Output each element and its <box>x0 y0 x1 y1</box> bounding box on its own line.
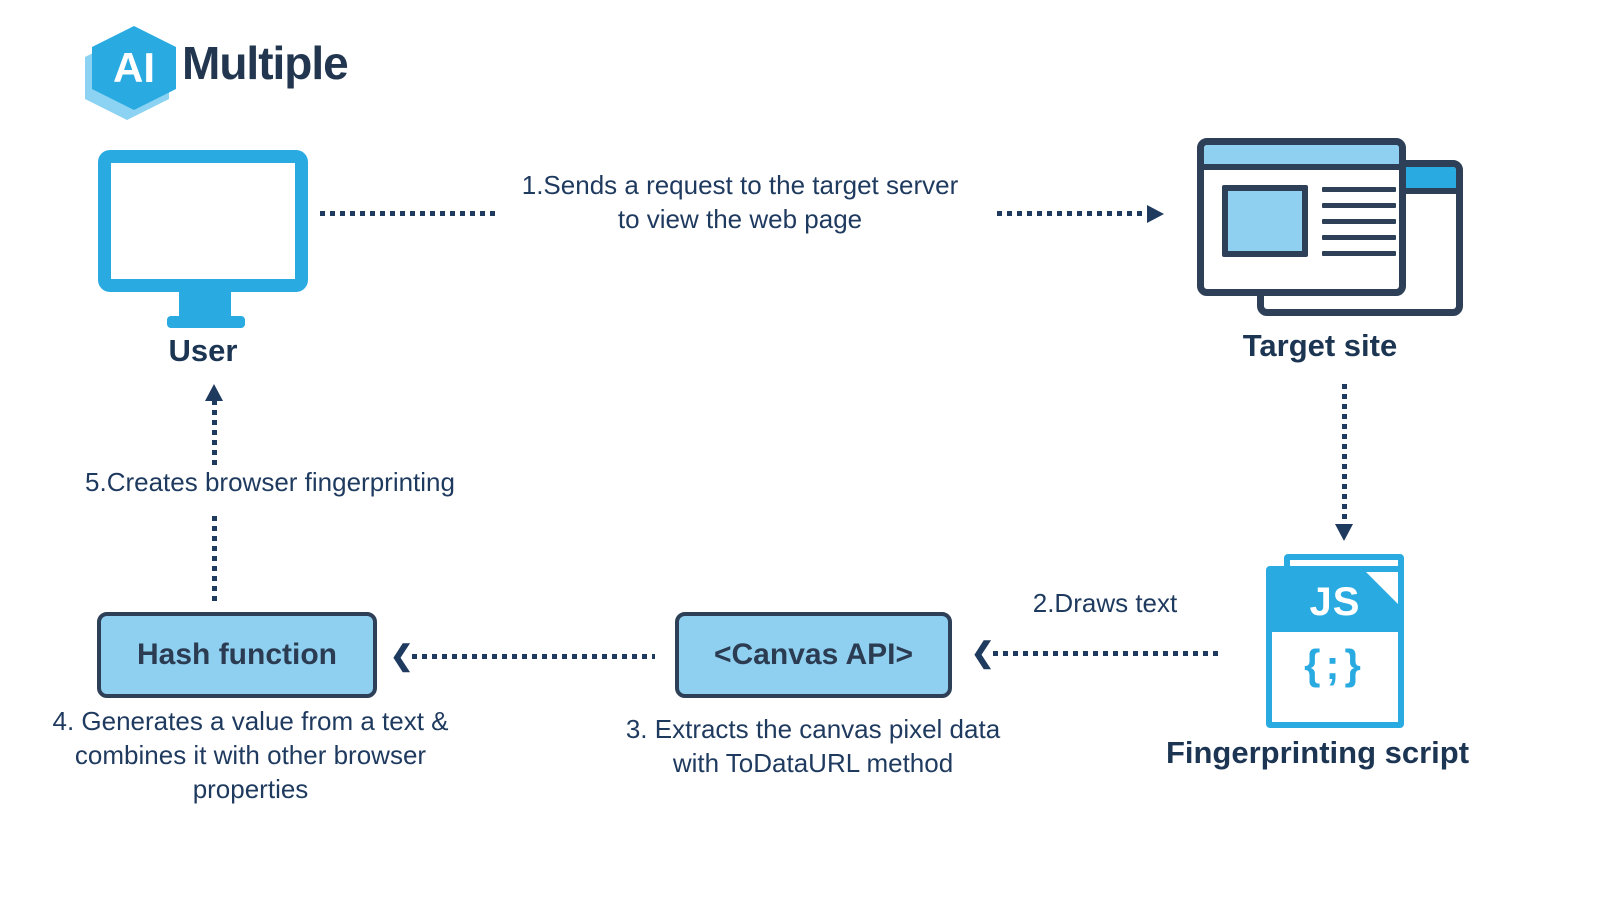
step1-annotation: 1.Sends a request to the target server t… <box>500 168 980 236</box>
monitor-base-icon <box>167 316 245 328</box>
browser-text-lines <box>1322 187 1396 267</box>
monitor-stand-icon <box>179 291 231 318</box>
arrow-script-to-canvas-line <box>993 651 1220 656</box>
text-line <box>1322 235 1396 240</box>
step4-line2: combines it with other browser <box>74 740 427 770</box>
logo-hexagon-icon: AI <box>92 26 176 110</box>
arrow-user-to-target-line-right <box>997 211 1147 216</box>
step3-line1: 3. Extracts the canvas pixel data <box>625 714 1001 744</box>
step3-line2: with ToDataURL method <box>672 748 954 778</box>
text-line <box>1322 251 1396 256</box>
text-line <box>1322 187 1396 192</box>
canvas-api-label: <Canvas API> <box>714 638 913 671</box>
code-braces-icon: {;} <box>1304 641 1366 688</box>
step1-line1: 1.Sends a request to the target server <box>521 170 959 200</box>
step4-annotation: 4. Generates a value from a text & combi… <box>38 704 463 806</box>
step2-annotation: 2.Draws text <box>1032 588 1178 618</box>
text-line <box>1322 203 1396 208</box>
text-line <box>1322 219 1396 224</box>
logo-badge-text: AI <box>113 44 155 91</box>
logo: AI Multiple <box>85 22 388 122</box>
arrow-hash-to-user-line-bottom <box>212 516 217 604</box>
canvas-api-node: <Canvas API> <box>675 612 952 698</box>
hash-function-label: Hash function <box>137 638 337 671</box>
arrow-right-head-icon <box>1147 205 1164 223</box>
browser-front-header-bar <box>1204 145 1399 170</box>
folded-corner-icon <box>1366 572 1398 604</box>
arrow-canvas-to-hash-line <box>412 654 655 659</box>
browser-image-placeholder-icon <box>1222 185 1308 257</box>
hash-function-node: Hash function <box>97 612 377 698</box>
step3-annotation: 3. Extracts the canvas pixel data with T… <box>598 712 1028 780</box>
arrow-hash-to-user-line-top <box>212 400 217 466</box>
arrow-down-head-icon <box>1335 524 1353 541</box>
logo-wordmark: Multiple <box>182 37 349 89</box>
arrow-user-to-target-line-left <box>320 211 498 216</box>
arrow-up-head-icon <box>205 384 223 401</box>
user-label: User <box>168 333 238 368</box>
step1-line2: to view the web page <box>617 204 863 234</box>
browser-window-front-icon <box>1197 138 1406 296</box>
monitor-icon <box>98 150 308 292</box>
js-file-type-text: JS <box>1309 579 1361 624</box>
js-file-icon: JS {;} <box>1266 566 1404 728</box>
arrow-left-head-icon: ❮ <box>971 637 995 668</box>
step5-annotation: 5.Creates browser fingerprinting <box>85 467 455 497</box>
step4-line3: properties <box>192 774 309 804</box>
fingerprinting-script-label: Fingerprinting script <box>1165 735 1470 770</box>
arrow-left-head-icon: ❮ <box>390 640 414 671</box>
arrow-target-to-script-line <box>1342 384 1347 524</box>
step4-line1: 4. Generates a value from a text & <box>52 706 449 736</box>
target-site-label: Target site <box>1242 328 1398 363</box>
